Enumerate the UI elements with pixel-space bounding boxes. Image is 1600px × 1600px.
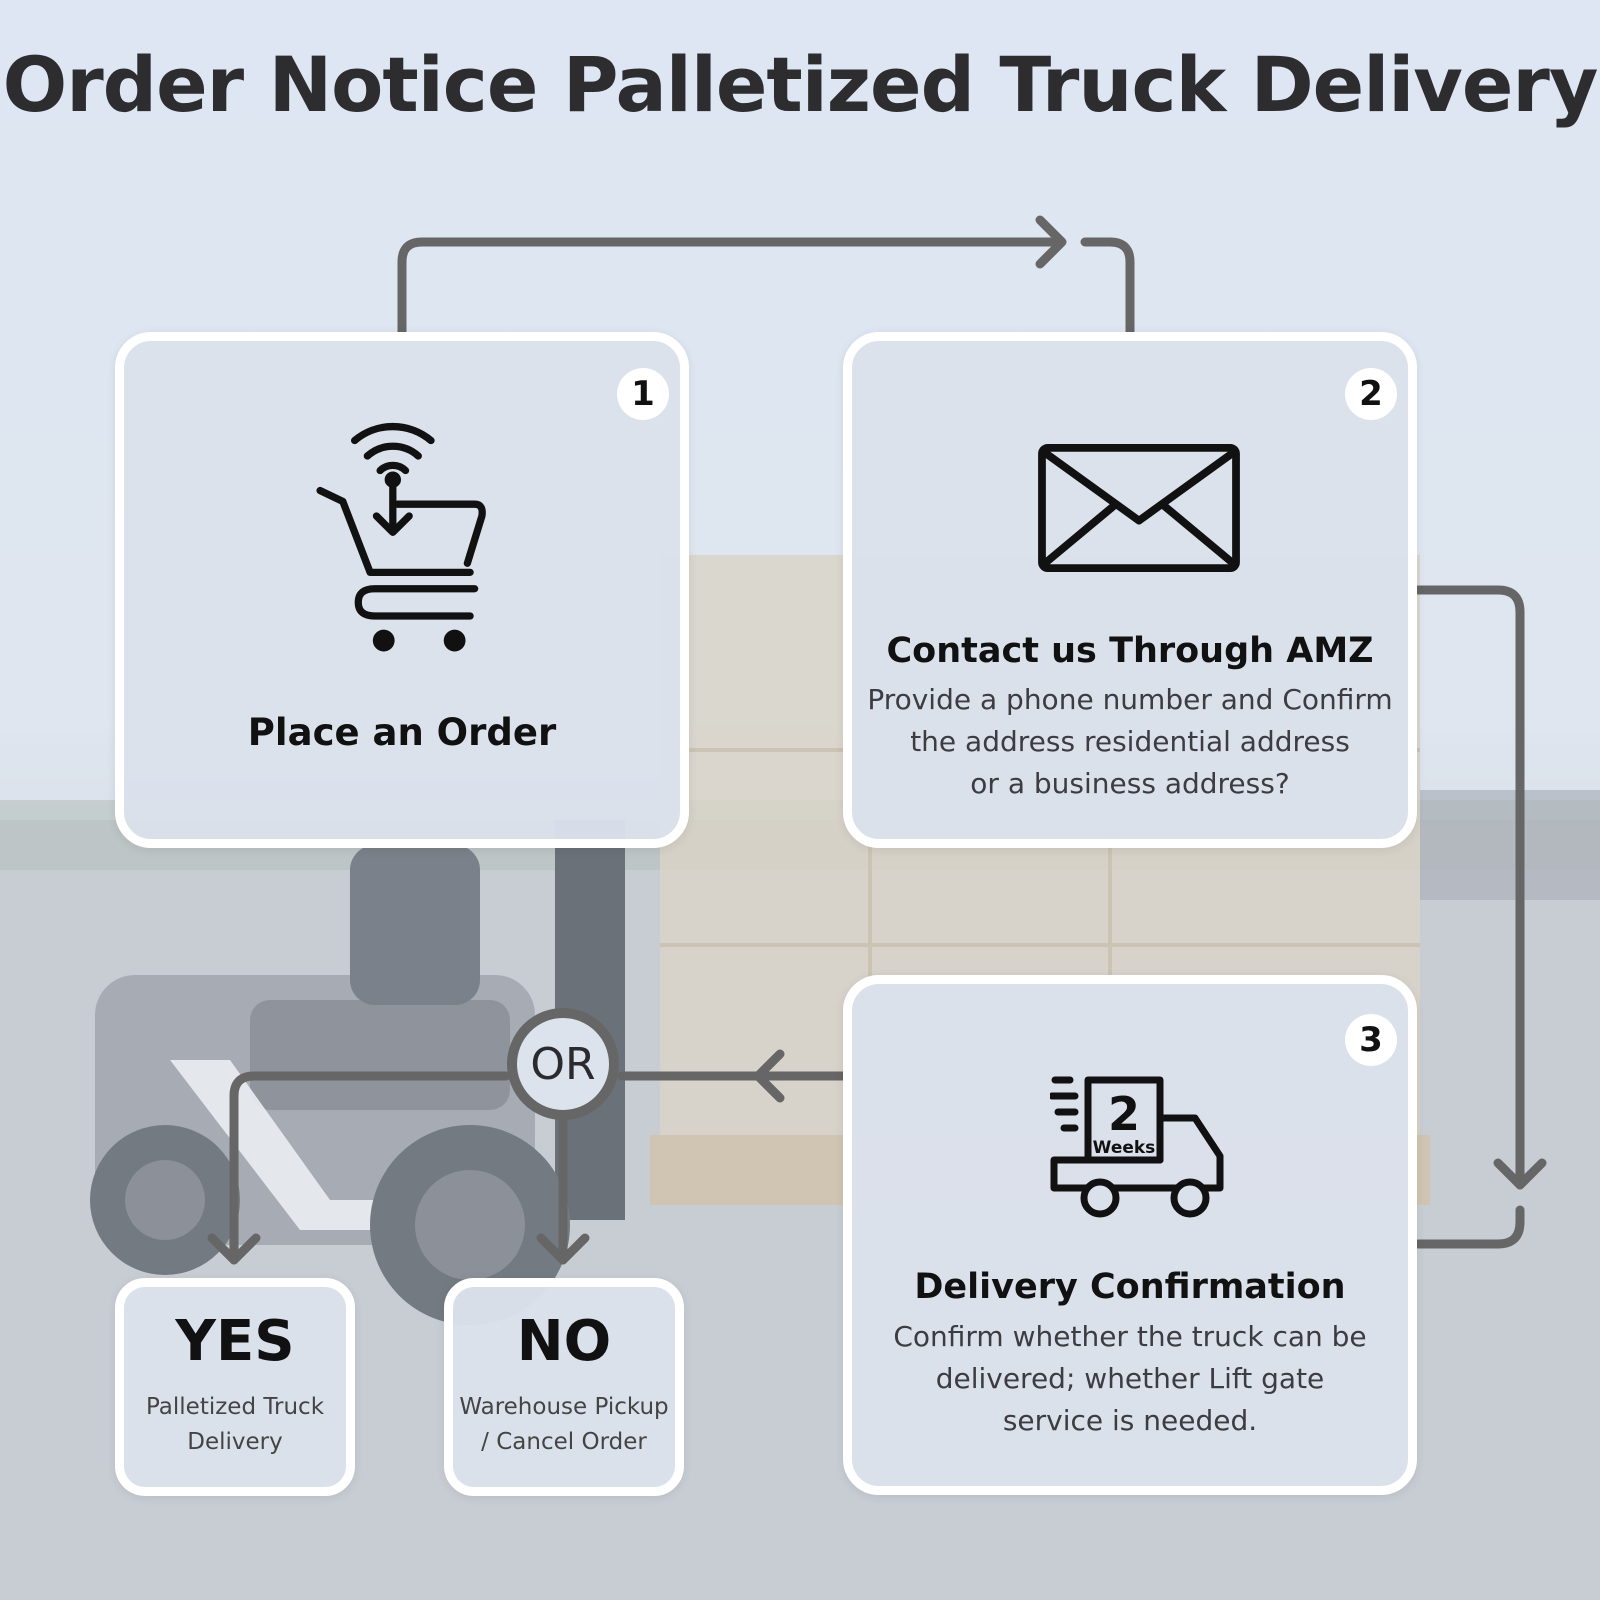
yes-option-card: YES Palletized Truck Delivery <box>115 1278 355 1496</box>
step-2-title: Contact us Through AMZ <box>886 631 1374 671</box>
no-option-description: Warehouse Pickup / Cancel Order <box>453 1390 675 1460</box>
no-option-card: NO Warehouse Pickup / Cancel Order <box>444 1278 684 1496</box>
step-3-title: Delivery Confirmation <box>914 1267 1346 1307</box>
step-2-number-badge: 2 <box>1345 368 1397 420</box>
forklift-seat-base <box>250 1000 510 1110</box>
yes-option-description-line: Delivery <box>187 1429 283 1455</box>
step-3-description-line: delivered; whether Lift gate <box>935 1362 1325 1395</box>
no-option-description-line: / Cancel Order <box>481 1429 647 1455</box>
no-option-title: NO <box>516 1309 612 1374</box>
arrow-step1-to-step2 <box>397 237 1065 337</box>
step-3-description-line: Confirm whether the truck can be <box>893 1320 1367 1353</box>
building <box>1420 790 1600 900</box>
step-1-card: 1 Place an Order <box>115 332 689 848</box>
step-1-title: Place an Order <box>247 711 557 754</box>
step-3-description: Confirm whether the truck can be deliver… <box>852 1316 1408 1442</box>
step-2-description: Provide a phone number and Confirm the a… <box>852 679 1408 805</box>
shopping-cart-wifi-icon <box>316 423 486 652</box>
step-2-description-line: or a business address? <box>970 767 1290 800</box>
envelope-icon <box>1038 443 1240 573</box>
step-3-number-badge: 3 <box>1345 1014 1397 1066</box>
no-option-description-line: Warehouse Pickup <box>459 1394 669 1420</box>
arrow-or-to-yes <box>229 1071 511 1265</box>
arrow-step2-to-step3 <box>1413 585 1525 1190</box>
or-decision-node: OR <box>507 1008 619 1120</box>
page-title: Order Notice Palletized Truck Delivery <box>2 40 1599 129</box>
step-2-description-line: Provide a phone number and Confirm <box>867 683 1393 716</box>
delivery-truck-icon: 2 Weeks <box>1050 1076 1224 1218</box>
forklift-seat <box>350 845 480 1005</box>
yes-option-description: Palletized Truck Delivery <box>124 1390 346 1460</box>
yes-option-description-line: Palletized Truck <box>145 1394 325 1420</box>
step-3-card: 3 2 Weeks Delivery Confirmation Confirm … <box>843 975 1417 1495</box>
step-2-card: 2 Contact us Through AMZ Provide a phone… <box>843 332 1417 848</box>
truck-badge-unit: Weeks <box>1093 1138 1156 1158</box>
truck-badge-number: 2 <box>1108 1087 1140 1141</box>
yes-option-title: YES <box>175 1309 295 1374</box>
step-3-description-line: service is needed. <box>1002 1404 1258 1437</box>
step-1-number-badge: 1 <box>617 368 669 420</box>
step-2-description-line: the address residential address <box>910 725 1350 758</box>
